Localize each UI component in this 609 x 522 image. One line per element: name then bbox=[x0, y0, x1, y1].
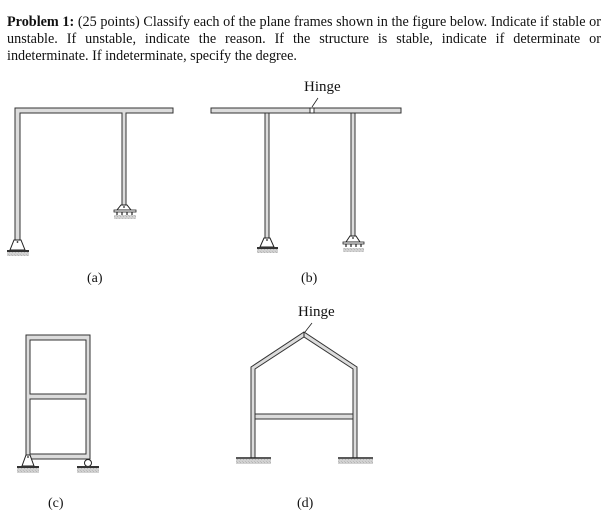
problem-statement: Problem 1: (25 points) Classify each of … bbox=[7, 14, 601, 65]
frame-a bbox=[7, 107, 174, 256]
roller-support-icon bbox=[342, 235, 365, 252]
pin-support-icon bbox=[257, 237, 278, 253]
hinge-icon bbox=[309, 107, 315, 114]
roller-support-icon bbox=[77, 459, 99, 473]
figure-label-b: (b) bbox=[301, 271, 318, 286]
frame-d bbox=[236, 322, 373, 464]
problem-text: (25 points) Classify each of the plane f… bbox=[7, 14, 601, 64]
hinge-leader bbox=[311, 97, 319, 108]
problem-heading: Problem 1: bbox=[7, 14, 75, 30]
frame-c bbox=[17, 334, 99, 473]
figure-label-a: (a) bbox=[87, 271, 103, 286]
hinge-label-d: Hinge bbox=[298, 304, 335, 320]
pin-support-icon bbox=[7, 239, 29, 256]
frame-b bbox=[210, 97, 402, 253]
pin-support-icon bbox=[17, 454, 39, 473]
hinge-leader bbox=[304, 322, 313, 333]
fixed-support-icon bbox=[338, 457, 373, 464]
hinge-label-b: Hinge bbox=[304, 79, 341, 95]
frame-b-beam bbox=[210, 107, 402, 114]
figure-label-c: (c) bbox=[48, 496, 64, 511]
figure-label-d: (d) bbox=[297, 496, 314, 511]
roller-support-icon bbox=[113, 204, 137, 219]
frame-a-beam bbox=[14, 107, 174, 241]
fixed-support-icon bbox=[236, 457, 271, 464]
